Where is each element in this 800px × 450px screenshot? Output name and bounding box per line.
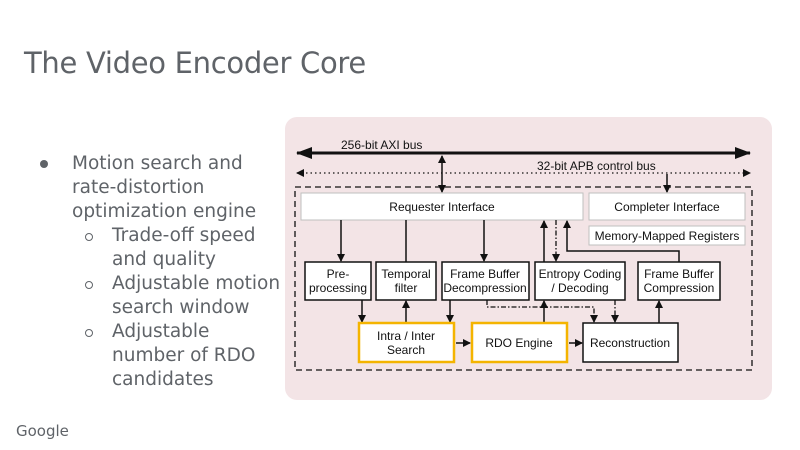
preprocessing-block [304, 261, 372, 301]
requester-interface-label: Requester Interface [389, 200, 495, 214]
bullet-item: Motion search and rate-distortion optimi… [40, 152, 272, 224]
sub-bullet-line: number of RDO [112, 345, 256, 366]
memory-mapped-registers-label: Memory-Mapped Registers [595, 229, 740, 243]
sub-bullet-line: candidates [112, 369, 214, 390]
sub-bullet-item: Adjustable motion search window [40, 272, 312, 320]
sub-bullet-line: and quality [112, 249, 216, 270]
sub-bullet-line: search window [112, 297, 250, 318]
completer-interface-label: Completer Interface [614, 200, 720, 214]
fbc-label-1: Frame Buffer [644, 267, 714, 281]
sub-bullet-item: Adjustable number of RDO candidates [40, 320, 312, 392]
intra-inter-label-1: Intra / Inter [377, 329, 435, 343]
temporal-filter-label-1: Temporal [381, 267, 430, 281]
bullet-list: Motion search and rate-distortion optimi… [40, 152, 312, 392]
entropy-label-2: / Decoding [551, 281, 608, 295]
sub-bullet-ring-icon [85, 281, 93, 289]
sub-bullet-line: Adjustable motion [112, 273, 281, 294]
bullet-line: optimization engine [72, 201, 257, 222]
sub-bullet-item: Trade-off speed and quality [40, 224, 312, 272]
slide-title: The Video Encoder Core [24, 46, 366, 80]
memory-mapped-registers-block [588, 225, 746, 246]
google-logo: Google [16, 422, 69, 440]
preprocessing-label-2: processing [309, 281, 367, 295]
temporal-filter-label-2: filter [395, 281, 418, 295]
intra-inter-search-block [357, 321, 456, 364]
sub-bullet-line: Trade-off speed [112, 225, 256, 246]
requester-interface-block [300, 192, 584, 221]
bullet-dot-icon [40, 160, 48, 168]
reconstruction-label: Reconstruction [590, 336, 670, 350]
frame-buffer-decompression-block [441, 261, 530, 301]
sub-bullet-ring-icon [85, 329, 93, 337]
fbd-label-1: Frame Buffer [450, 267, 520, 281]
reconstruction-block [582, 322, 679, 363]
sub-bullet-line: Adjustable [112, 321, 210, 342]
rdo-engine-block [470, 321, 569, 364]
bullet-line: rate-distortion [72, 177, 205, 198]
intra-inter-label-2: Search [387, 343, 425, 357]
apb-bus-label: 32-bit APB control bus [537, 159, 656, 173]
bullet-line: Motion search and [72, 153, 243, 174]
fbc-label-2: Compression [644, 281, 715, 295]
fbd-label-2: Decompression [443, 281, 526, 295]
sub-bullet-ring-icon [85, 233, 93, 241]
rdo-engine-label: RDO Engine [485, 336, 553, 350]
frame-buffer-compression-block [637, 261, 721, 301]
completer-interface-block [588, 192, 746, 221]
axi-bus-label: 256-bit AXI bus [341, 138, 422, 152]
preprocessing-label-1: Pre- [327, 267, 350, 281]
entropy-coding-block [534, 261, 626, 301]
entropy-label-1: Entropy Coding [539, 267, 622, 281]
fbc-to-requester-arrow [563, 220, 680, 262]
